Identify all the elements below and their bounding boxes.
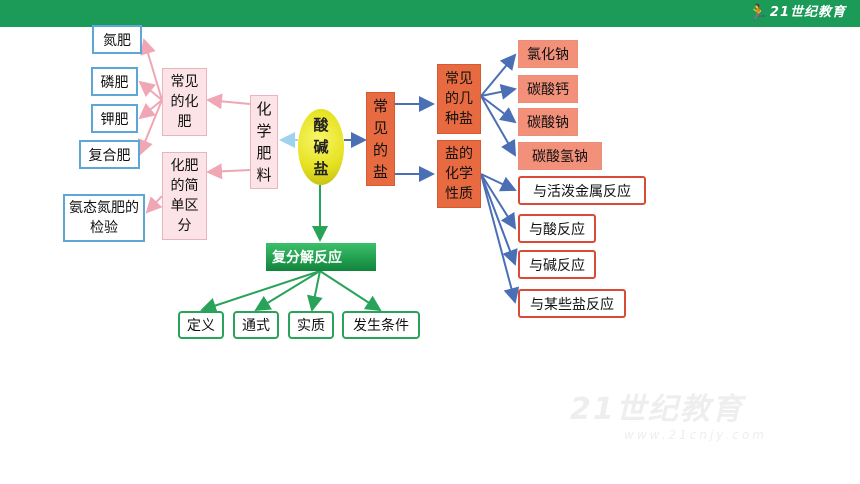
edge-meta-formula	[254, 270, 321, 312]
edge-common-p	[138, 80, 163, 101]
node-metathesis: 复分解反应	[266, 243, 376, 271]
node-phosphate-fertilizer: 磷肥	[91, 67, 138, 96]
brand-logo: 🏃 21世纪教育	[748, 3, 846, 23]
edge-types-na2co3	[480, 95, 517, 124]
node-react-base: 与碱反应	[518, 250, 596, 279]
edge-meta-essence	[306, 270, 323, 312]
edge-types-caco3	[480, 83, 517, 100]
edge-prop-salt	[480, 173, 520, 304]
node-react-metal: 与活泼金属反应	[518, 176, 646, 205]
node-salt-types: 常见的几种盐	[437, 64, 481, 134]
edge-prop-base	[480, 173, 518, 266]
edge-prop-metal	[480, 173, 517, 192]
edge-fertilizer-common	[206, 93, 251, 110]
node-sodium-chloride: 氯化钠	[518, 40, 578, 68]
edge-common-n	[140, 38, 163, 101]
node-sodium-carbonate: 碳酸钠	[518, 108, 578, 136]
node-identify-fertilizer: 化肥的简单区分	[162, 152, 207, 240]
node-potash-fertilizer: 钾肥	[91, 104, 138, 133]
node-conditions: 发生条件	[342, 311, 420, 339]
brand-text: 21世纪教育	[769, 5, 846, 20]
node-react-acid: 与酸反应	[518, 214, 596, 243]
node-calcium-carbonate: 碳酸钙	[518, 75, 578, 103]
node-nitrogen-fertilizer: 氮肥	[92, 25, 142, 54]
edge-common-compound	[137, 99, 163, 156]
node-compound-fertilizer: 复合肥	[79, 140, 140, 169]
edge-fertilizer-identify	[206, 163, 251, 180]
edge-prop-acid	[480, 173, 517, 230]
edge-common-k	[138, 99, 163, 120]
node-react-salt: 与某些盐反应	[518, 289, 626, 318]
watermark-url: www.21cnjy.com	[624, 428, 767, 442]
edge-meta-conditions	[319, 270, 382, 312]
edge-types-nacl	[480, 53, 517, 97]
node-general-formula: 通式	[233, 311, 279, 339]
node-common-salt: 常见的盐	[366, 92, 395, 186]
node-common-fertilizer: 常见的化肥	[162, 68, 207, 136]
header-bar: 🏃 21世纪教育	[0, 0, 860, 27]
node-definition: 定义	[178, 311, 224, 339]
watermark-logo: 21世纪教育	[570, 392, 744, 427]
center-node: 酸碱盐	[298, 109, 344, 185]
node-salt-properties: 盐的化学性质	[437, 140, 481, 208]
edge-meta-definition	[200, 270, 321, 314]
runner-icon: 🏃	[747, 3, 768, 22]
node-ammonium-test: 氨态氮肥的检验	[63, 194, 145, 242]
edge-identify-ammonium	[145, 195, 163, 214]
node-essence: 实质	[288, 311, 334, 339]
node-sodium-bicarbonate: 碳酸氢钠	[518, 142, 602, 170]
edge-types-nahco3	[480, 95, 516, 157]
node-fertilizer: 化学肥料	[250, 95, 278, 189]
